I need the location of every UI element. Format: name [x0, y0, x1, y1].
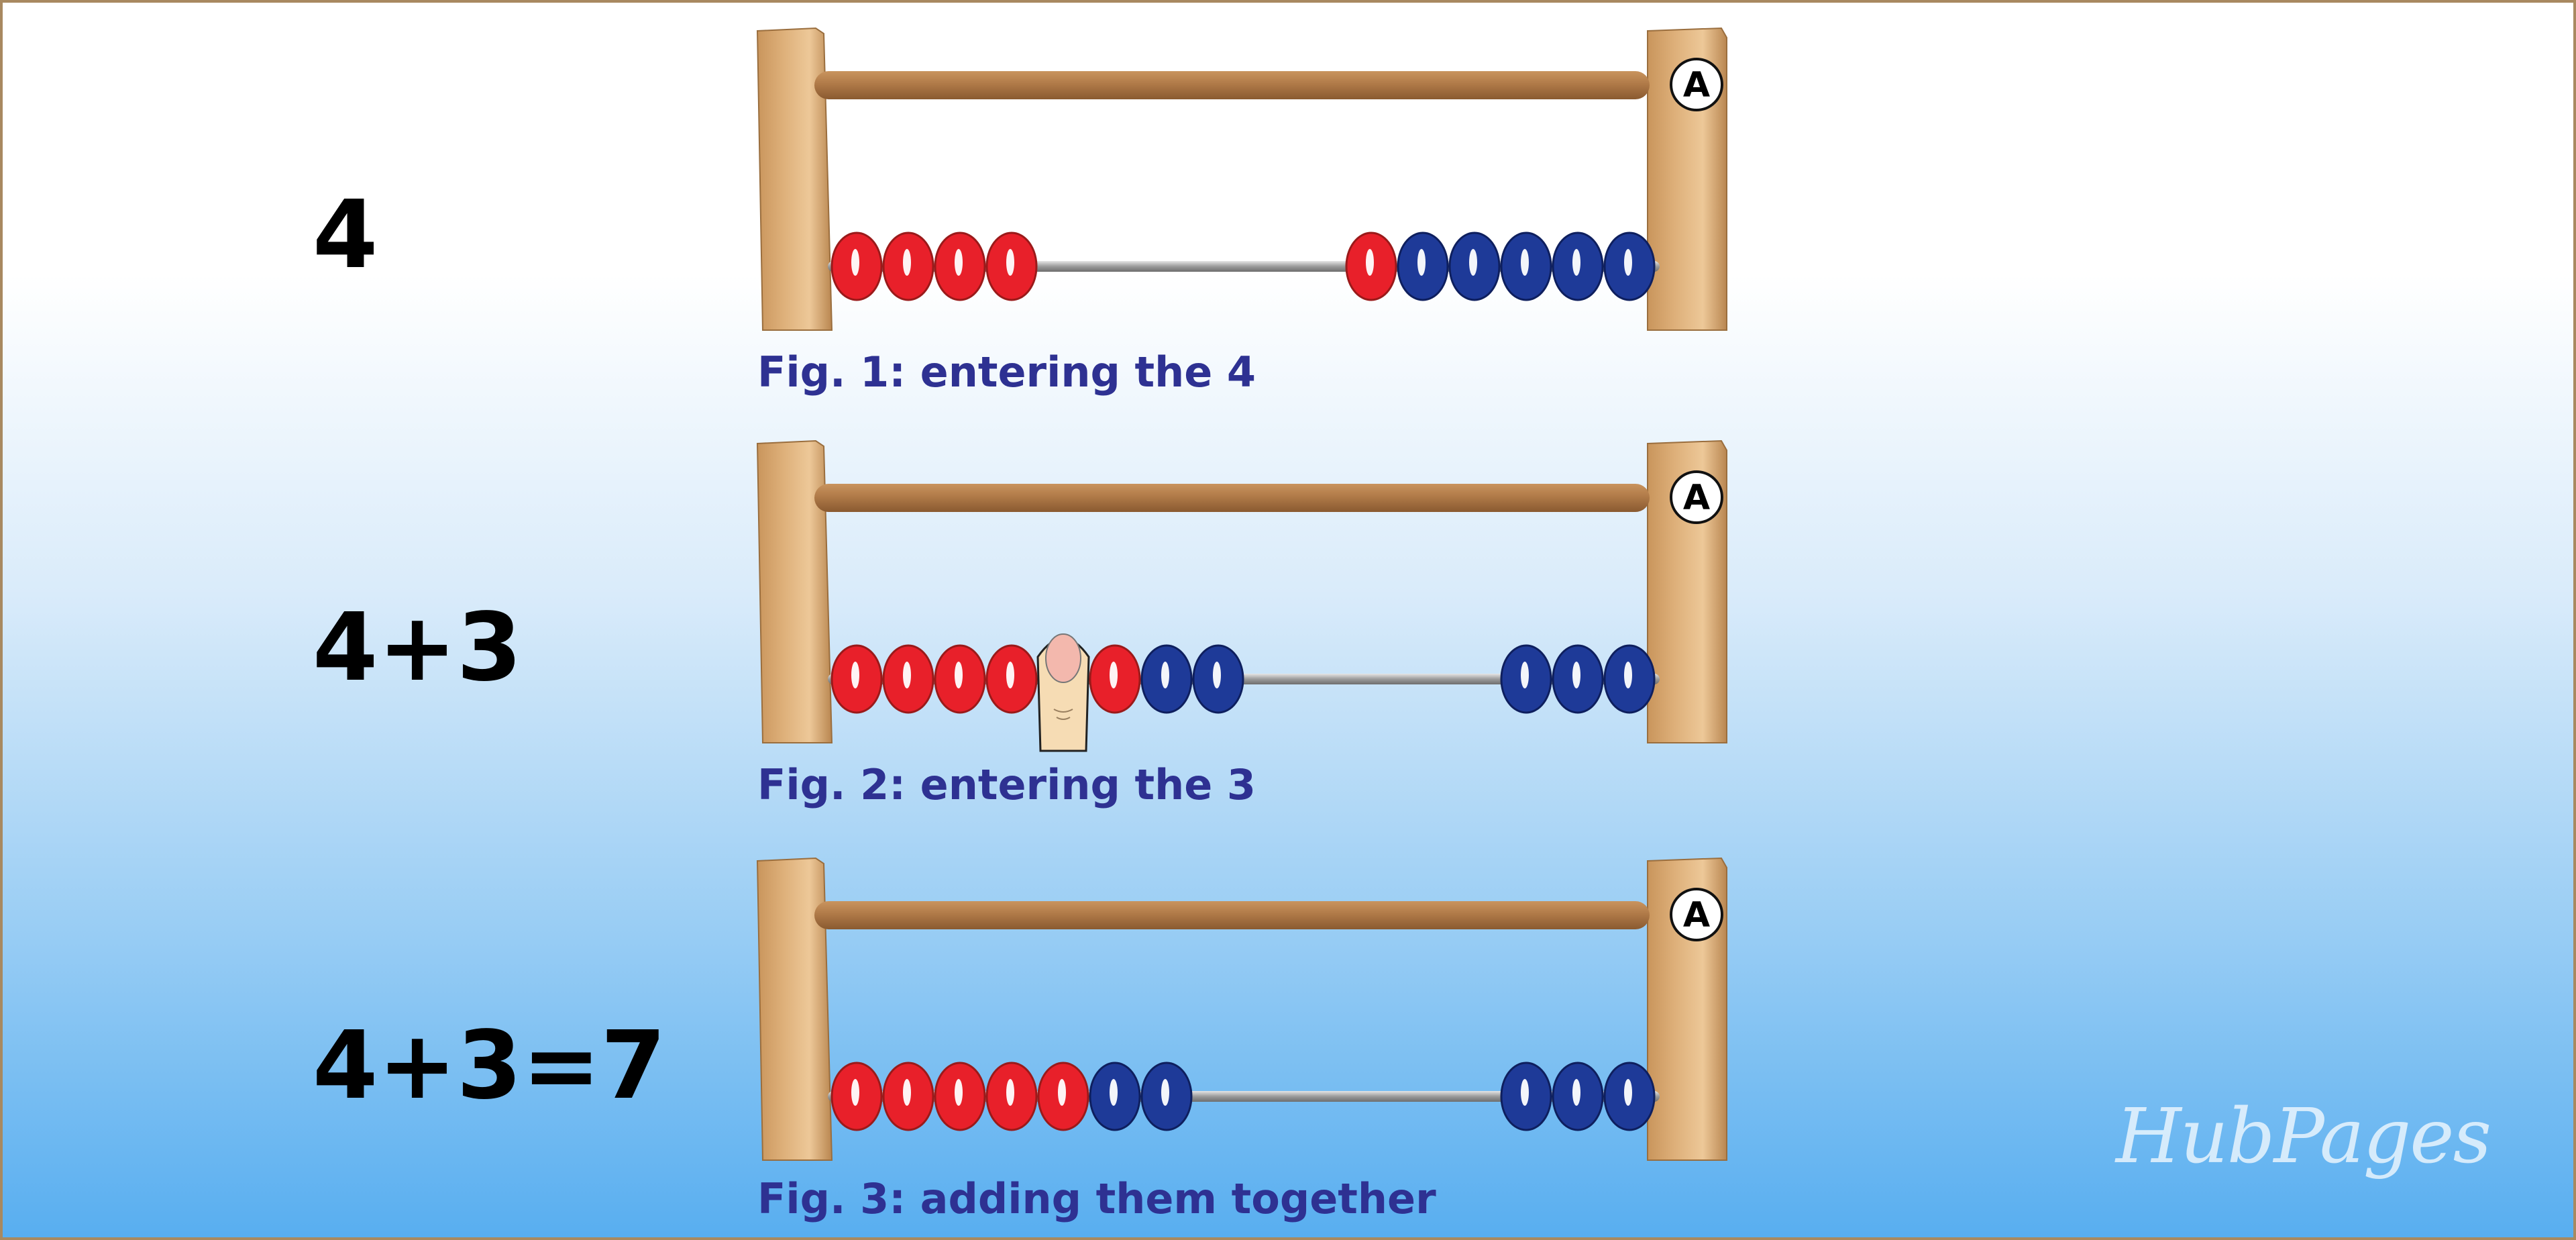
blue-bead: [1140, 644, 1193, 714]
blue-bead: [1603, 644, 1656, 714]
equation-1: 4: [313, 180, 378, 290]
blue-bead: [1552, 644, 1604, 714]
marker-label: A: [1683, 65, 1710, 105]
red-bead: [985, 231, 1038, 301]
red-bead: [830, 644, 883, 714]
left-wood-post: [756, 440, 833, 743]
blue-bead: [1500, 1062, 1552, 1131]
blue-bead: [1500, 644, 1552, 714]
red-bead: [882, 644, 934, 714]
marker-label: A: [1683, 895, 1710, 935]
red-bead: [934, 644, 986, 714]
blue-bead: [1140, 1062, 1193, 1131]
red-bead: [934, 231, 986, 301]
hubpages-watermark: HubPages: [2116, 1093, 2491, 1180]
red-bead: [830, 1062, 883, 1131]
marker-circle: [1670, 888, 1723, 941]
red-bead: [934, 1062, 986, 1131]
marker-circle: [1670, 58, 1723, 111]
blue-bead: [1500, 231, 1552, 301]
marker-label: A: [1683, 478, 1710, 518]
blue-bead: [1552, 231, 1604, 301]
red-bead: [882, 231, 934, 301]
abacus-figure-3: A: [756, 857, 1727, 1161]
top-wooden-rod: [814, 901, 1650, 929]
marker-circle: [1670, 470, 1723, 524]
abacus-figure-2: A: [756, 440, 1727, 752]
blue-bead: [1397, 231, 1449, 301]
red-bead: [985, 644, 1038, 714]
figure-caption-1: Fig. 1: entering the 4: [757, 348, 1256, 397]
finger-icon: [1036, 633, 1090, 752]
equation-2: 4+3: [313, 593, 523, 703]
top-wooden-rod: [814, 71, 1650, 99]
red-bead: [1089, 644, 1141, 714]
blue-bead: [1089, 1062, 1141, 1131]
blue-bead: [1192, 644, 1244, 714]
red-bead: [830, 231, 883, 301]
red-bead: [1345, 231, 1397, 301]
red-bead: [1037, 1062, 1089, 1131]
figure-caption-3: Fig. 3: adding them together: [757, 1174, 1436, 1223]
blue-bead: [1552, 1062, 1604, 1131]
abacus-figure-1: A: [756, 27, 1727, 331]
blue-bead: [1448, 231, 1501, 301]
blue-bead: [1603, 1062, 1656, 1131]
figure-caption-2: Fig. 2: entering the 3: [757, 760, 1256, 809]
red-bead: [985, 1062, 1038, 1131]
blue-bead: [1603, 231, 1656, 301]
equation-3: 4+3=7: [313, 1011, 666, 1121]
red-bead: [882, 1062, 934, 1131]
left-wood-post: [756, 27, 833, 331]
top-wooden-rod: [814, 484, 1650, 512]
left-wood-post: [756, 857, 833, 1161]
